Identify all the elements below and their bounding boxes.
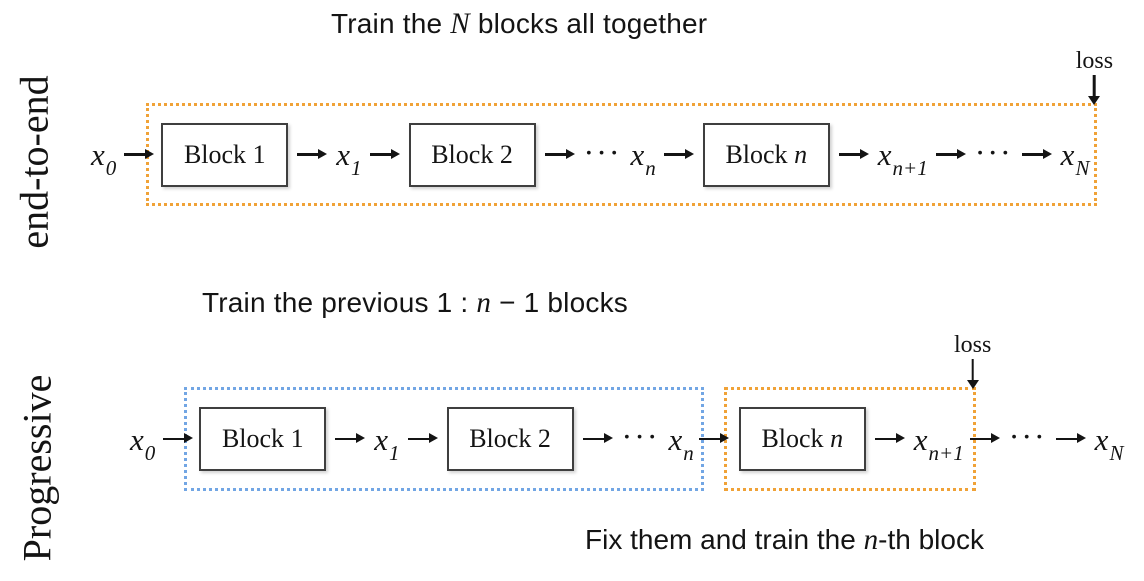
bottom-label-xn: xn <box>668 421 694 464</box>
bottom-caption-post: -th block <box>878 524 984 555</box>
top-x0-sub: 0 <box>105 156 117 181</box>
top-x1-sub: 1 <box>351 156 362 181</box>
arrow-right-icon <box>544 148 575 161</box>
ellipsis-dots: ··· <box>621 418 660 454</box>
bottom-caption: Fix them and train the n-th block <box>585 524 984 557</box>
top-block-1-num: 1 <box>252 139 266 169</box>
arrow-right-icon <box>297 148 328 161</box>
bottom-orange-training-box: loss Block n xn+1 <box>723 332 991 491</box>
top-xn1-sub: n+1 <box>892 156 928 181</box>
top-block-n: Block n <box>702 122 830 187</box>
arrow-right-icon <box>1021 148 1052 161</box>
bottom-block-n-num: n <box>830 424 844 453</box>
ellipsis-dots: ··· <box>974 133 1013 170</box>
top-label-xn1: xn+1 <box>877 137 928 179</box>
bottom-title-post: − 1 blocks <box>491 287 628 318</box>
top-x0-base: x <box>91 137 105 172</box>
arrow-right-icon <box>335 433 366 446</box>
bottom-x0-base: x <box>130 421 144 457</box>
top-block-1: Block 1 <box>161 122 289 187</box>
arrow-right-icon <box>838 148 869 161</box>
arrow-right-icon <box>582 433 613 446</box>
bottom-xn1-sub: n+1 <box>928 440 964 465</box>
end-to-end-label: end-to-end <box>11 75 57 249</box>
bottom-x1-base: x <box>374 421 389 457</box>
arrow-right-icon <box>1055 433 1086 446</box>
top-block-2-prefix: Block <box>431 139 500 169</box>
bottom-caption-pre: Fix them and train the <box>585 524 864 555</box>
bottom-block-1: Block 1 <box>199 407 327 471</box>
top-label-x0: x0 <box>91 137 116 179</box>
bottom-x1-sub: 1 <box>389 440 400 465</box>
top-xn-sub: n <box>645 156 656 181</box>
bottom-title-pre: Train the previous 1 : <box>202 287 477 318</box>
bottom-block-n-prefix: Block <box>761 424 831 453</box>
bottom-block-2-prefix: Block <box>469 424 538 453</box>
bottom-xn-sub: n <box>683 440 694 465</box>
bottom-block-2: Block 2 <box>446 407 574 471</box>
bottom-title: Train the previous 1 : n − 1 blocks <box>202 287 628 320</box>
top-xN-base: x <box>1060 137 1075 172</box>
top-orange-training-box: loss Block 1 x1 Block 2 ··· xn Block n x… <box>146 48 1113 206</box>
arrow-right-icon <box>663 148 694 161</box>
arrow-down-icon <box>966 359 980 389</box>
bottom-label-x1: x1 <box>374 421 399 464</box>
bottom-diagram-row: x0 Block 1 x1 Block 2 ··· xn loss Block … <box>130 332 1124 491</box>
bottom-loss-label: loss <box>954 332 992 358</box>
top-title: Train the N blocks all together <box>331 8 707 41</box>
top-block-n-prefix: Block <box>725 139 795 169</box>
top-label-xn: xn <box>630 137 656 179</box>
top-title-post: blocks all together <box>469 8 708 39</box>
top-title-pre: Train the <box>331 8 451 39</box>
top-x1-base: x <box>336 137 351 172</box>
top-xn-base: x <box>630 137 645 172</box>
top-block-1-prefix: Block <box>183 139 253 169</box>
top-block-n-num: n <box>794 139 808 169</box>
bottom-label-x0: x0 <box>130 421 155 464</box>
bottom-x0-sub: 0 <box>144 440 156 465</box>
ellipsis-dots: ··· <box>1008 418 1047 454</box>
arrow-right-icon <box>407 433 438 446</box>
bottom-block-n: Block n <box>738 407 866 471</box>
top-label-x1: x1 <box>336 137 361 179</box>
top-title-math-N: N <box>450 8 470 40</box>
bottom-label-xn1: xn+1 <box>913 421 964 464</box>
bottom-xN-sub: N <box>1109 440 1124 465</box>
ellipsis-dots: ··· <box>583 133 622 170</box>
top-xn1-base: x <box>877 137 892 172</box>
arrow-right-icon <box>698 433 729 446</box>
bottom-blue-trained-box: Block 1 x1 Block 2 ··· xn <box>184 387 704 491</box>
bottom-block-1-prefix: Block <box>221 424 291 453</box>
top-xN-sub: N <box>1075 156 1090 181</box>
top-label-xN: xN <box>1060 137 1090 179</box>
arrow-down-icon <box>1087 75 1101 105</box>
top-block-2: Block 2 <box>408 122 536 187</box>
top-loss-label: loss <box>1075 48 1114 74</box>
bottom-loss-indicator: loss <box>941 332 1005 389</box>
arrow-right-icon <box>124 148 155 161</box>
bottom-caption-math-n: n <box>863 524 879 556</box>
arrow-right-icon <box>369 148 400 161</box>
arrow-right-icon <box>969 433 1000 446</box>
bottom-title-math-n: n <box>476 287 492 319</box>
arrow-right-icon <box>935 148 966 161</box>
bottom-block-2-num: 2 <box>537 424 551 453</box>
bottom-xn-base: x <box>668 421 683 457</box>
bottom-block-1-num: 1 <box>290 424 304 453</box>
arrow-right-icon <box>163 433 194 446</box>
bottom-xN-base: x <box>1094 421 1109 457</box>
bottom-xn1-base: x <box>913 421 928 457</box>
progressive-label: Progressive <box>14 374 60 562</box>
top-loss-indicator: loss <box>1062 48 1126 105</box>
top-diagram-row: x0 loss Block 1 x1 Block 2 ··· xn Block … <box>91 48 1113 206</box>
top-block-2-num: 2 <box>499 139 513 169</box>
bottom-label-xN: xN <box>1094 421 1124 464</box>
arrow-right-icon <box>874 433 905 446</box>
